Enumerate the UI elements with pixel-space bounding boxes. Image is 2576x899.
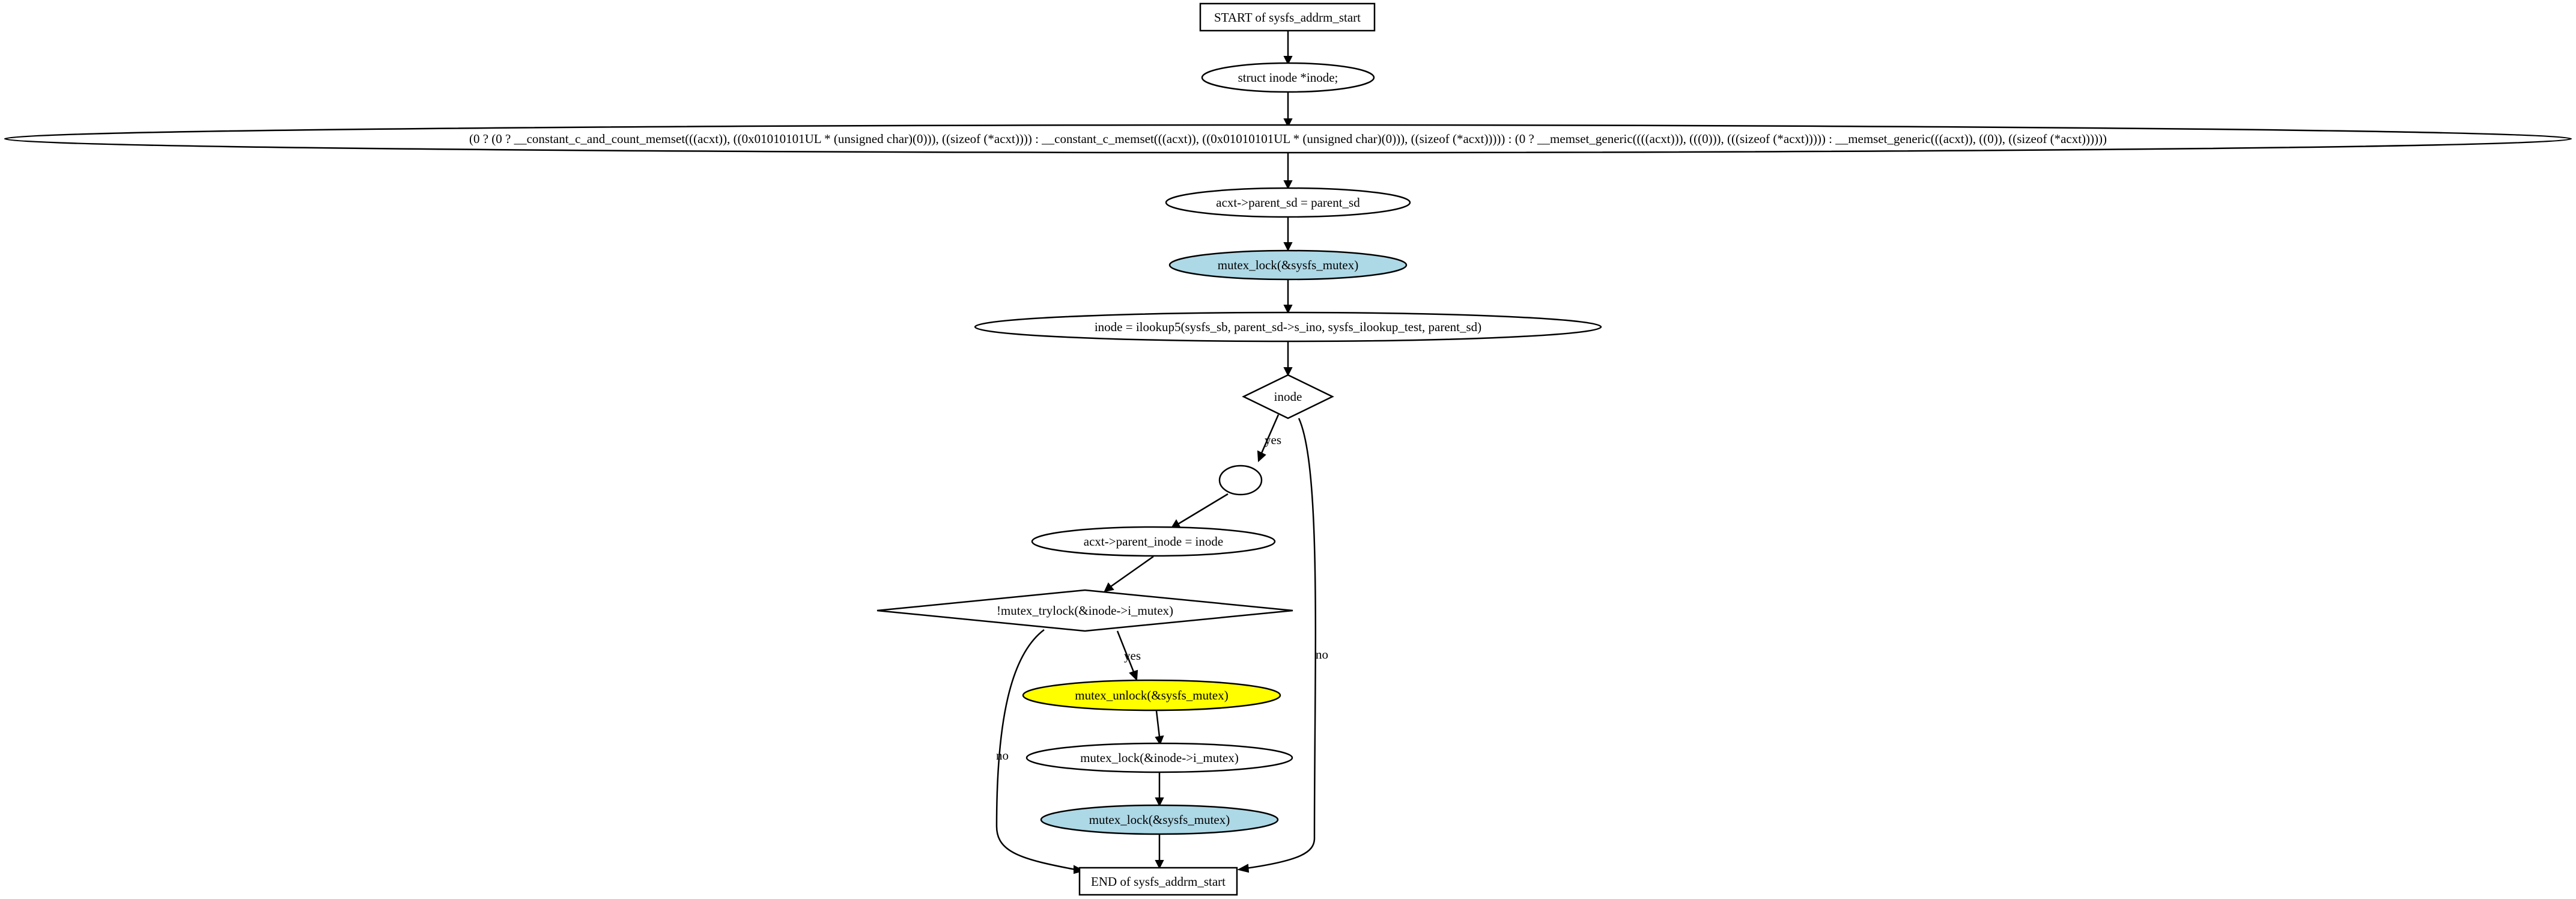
arrowhead <box>1155 735 1164 746</box>
empty-ellipse <box>1218 465 1263 496</box>
arrowhead <box>1104 582 1114 593</box>
edge-inode-yes <box>1260 414 1280 454</box>
memset-node: (0 ? (0 ? __constant_c_and_count_memset(… <box>4 124 2572 154</box>
decl-inode-node: struct inode *inode; <box>1201 62 1375 93</box>
edge-trylock-no <box>995 629 1076 871</box>
mutex-unlock-sysfs-ellipse <box>1022 679 1281 712</box>
mutex-lock-sysfs-2-label: mutex_lock(&sysfs_mutex) <box>1089 812 1230 827</box>
edge-label-trylock-no: no <box>996 748 1009 763</box>
arrowhead <box>1283 180 1293 190</box>
edge-label-inode-yes: yes <box>1265 433 1281 447</box>
cond-inode-node: inode <box>1242 374 1334 419</box>
cond-trylock-node: !mutex_trylock(&inode->i_mutex) <box>876 589 1293 632</box>
mutex-lock-sysfs-1-ellipse <box>1168 249 1408 281</box>
mutex-lock-imutex-ellipse <box>1025 742 1293 773</box>
mutex-lock-imutex-node: mutex_lock(&inode->i_mutex) <box>1025 742 1293 773</box>
edge-unlock-to-imutex <box>1155 710 1161 737</box>
end-box <box>1078 867 1238 896</box>
memset-label: (0 ? (0 ? __constant_c_and_count_memset(… <box>469 132 2107 146</box>
nodes: START of sysfs_addrm_start struct inode … <box>4 2 2572 896</box>
edge-empty-to-parent-inode <box>1177 493 1229 525</box>
mutex-unlock-sysfs-label: mutex_unlock(&sysfs_mutex) <box>1075 688 1228 702</box>
mutex-lock-sysfs-1-label: mutex_lock(&sysfs_mutex) <box>1218 258 1358 272</box>
arrowhead <box>1155 797 1164 807</box>
start-node: START of sysfs_addrm_start <box>1199 2 1376 32</box>
edge-trylock-yes <box>1116 630 1135 672</box>
assign-parent-sd-node: acxt->parent_sd = parent_sd <box>1165 187 1411 218</box>
assign-parent-inode-node: acxt->parent_inode = inode <box>1031 526 1276 557</box>
arrowhead <box>1283 118 1293 128</box>
edge-label-trylock-yes: yes <box>1124 648 1141 663</box>
assign-parent-inode-label: acxt->parent_inode = inode <box>1084 534 1223 549</box>
cond-inode-label: inode <box>1274 389 1302 404</box>
ilookup5-ellipse <box>974 311 1602 343</box>
arrowhead <box>1155 860 1164 870</box>
edges: yes no yes no <box>995 31 1328 874</box>
mutex-lock-imutex-label: mutex_lock(&inode->i_mutex) <box>1080 751 1239 765</box>
cond-trylock-label: !mutex_trylock(&inode->i_mutex) <box>997 603 1173 618</box>
arrowhead <box>1283 56 1293 66</box>
assign-parent-sd-label: acxt->parent_sd = parent_sd <box>1216 195 1360 210</box>
arrowhead <box>1283 367 1293 377</box>
mutex-lock-sysfs-2-ellipse <box>1040 804 1279 835</box>
assign-parent-inode-ellipse <box>1031 526 1276 557</box>
decl-inode-ellipse <box>1201 62 1375 93</box>
mutex-lock-sysfs-1-node: mutex_lock(&sysfs_mutex) <box>1168 249 1408 281</box>
assign-parent-sd-ellipse <box>1165 187 1411 218</box>
ilookup5-label: inode = ilookup5(sysfs_sb, parent_sd->s_… <box>1095 320 1481 334</box>
arrowhead <box>1129 669 1138 681</box>
arrowhead <box>1257 450 1266 463</box>
end-node: END of sysfs_addrm_start <box>1078 867 1238 896</box>
arrowhead <box>1237 864 1250 873</box>
arrowhead <box>1283 242 1293 252</box>
end-label: END of sysfs_addrm_start <box>1091 874 1226 889</box>
ilookup5-node: inode = ilookup5(sysfs_sb, parent_sd->s_… <box>974 311 1602 343</box>
empty-node <box>1218 465 1263 496</box>
mutex-unlock-sysfs-node: mutex_unlock(&sysfs_mutex) <box>1022 679 1281 712</box>
arrowhead <box>1283 305 1293 314</box>
edge-parent-inode-to-trylock <box>1110 555 1154 588</box>
start-box <box>1199 2 1376 32</box>
edge-inode-no <box>1245 418 1317 870</box>
cond-trylock-diamond <box>876 589 1293 632</box>
decl-inode-label: struct inode *inode; <box>1238 70 1338 85</box>
start-label: START of sysfs_addrm_start <box>1214 10 1361 25</box>
cond-inode-diamond <box>1242 374 1334 419</box>
edge-label-inode-no: no <box>1316 647 1328 662</box>
memset-ellipse <box>4 124 2572 154</box>
mutex-lock-sysfs-2-node: mutex_lock(&sysfs_mutex) <box>1040 804 1279 835</box>
